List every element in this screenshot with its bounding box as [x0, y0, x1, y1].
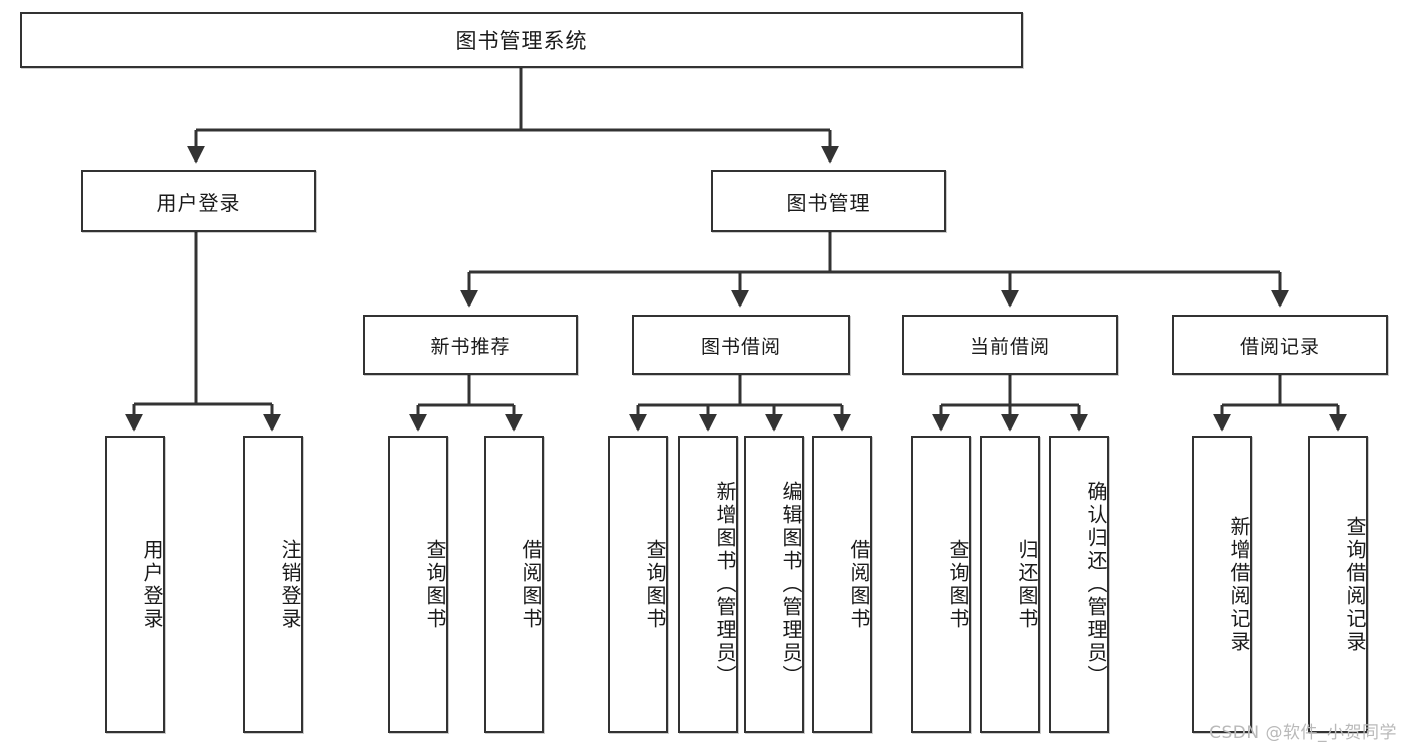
node-label: 图书借阅: [700, 335, 781, 358]
node-label: 归还图书: [1015, 538, 1039, 631]
node-label: 查询图书: [423, 538, 447, 631]
leaf-borrow-add-book-admin[interactable]: 新增图书（管理员）: [678, 436, 738, 733]
node-current-borrow[interactable]: 当前借阅: [902, 315, 1118, 375]
node-user-login[interactable]: 用户登录: [81, 170, 316, 232]
leaf-record-query-record[interactable]: 查询借阅记录: [1308, 436, 1368, 733]
node-label: 查询借阅记录: [1343, 515, 1367, 654]
node-label: 图书管理系统: [455, 29, 588, 53]
leaf-record-add-record[interactable]: 新增借阅记录: [1192, 436, 1252, 733]
leaf-current-confirm-return-admin[interactable]: 确认归还（管理员）: [1049, 436, 1109, 733]
node-label: 借阅图书: [847, 538, 871, 631]
node-label: 注销登录: [278, 538, 302, 631]
node-label: 当前借阅: [969, 335, 1050, 358]
node-label: 借阅图书: [519, 538, 543, 631]
leaf-borrow-query-book[interactable]: 查询图书: [608, 436, 668, 733]
node-label: 用户登录: [140, 538, 164, 631]
node-label: 借阅记录: [1239, 335, 1320, 358]
node-new-book-recommend[interactable]: 新书推荐: [363, 315, 578, 375]
leaf-borrow-borrow-book[interactable]: 借阅图书: [812, 436, 872, 733]
node-label: 新书推荐: [430, 335, 511, 358]
leaf-current-return-book[interactable]: 归还图书: [980, 436, 1040, 733]
leaf-user-login-logout[interactable]: 注销登录: [243, 436, 303, 733]
leaf-recommend-borrow-book[interactable]: 借阅图书: [484, 436, 544, 733]
node-label: 查询图书: [643, 538, 667, 631]
node-label: 新增借阅记录: [1227, 515, 1251, 654]
node-label: 用户登录: [156, 190, 241, 215]
leaf-recommend-query-book[interactable]: 查询图书: [388, 436, 448, 733]
node-label: 编辑图书（管理员）: [779, 481, 803, 688]
node-label: 确认归还（管理员）: [1084, 481, 1108, 688]
node-book-borrow[interactable]: 图书借阅: [632, 315, 850, 375]
node-label: 查询图书: [946, 538, 970, 631]
node-borrow-record[interactable]: 借阅记录: [1172, 315, 1388, 375]
node-label: 新增图书（管理员）: [713, 481, 737, 688]
node-book-management[interactable]: 图书管理: [711, 170, 946, 232]
leaf-user-login-login[interactable]: 用户登录: [105, 436, 165, 733]
leaf-borrow-edit-book-admin[interactable]: 编辑图书（管理员）: [744, 436, 804, 733]
node-root-system[interactable]: 图书管理系统: [20, 12, 1023, 68]
leaf-current-query-book[interactable]: 查询图书: [911, 436, 971, 733]
watermark: CSDN @软件_小贺同学: [1209, 723, 1397, 743]
node-label: 图书管理: [786, 190, 871, 215]
